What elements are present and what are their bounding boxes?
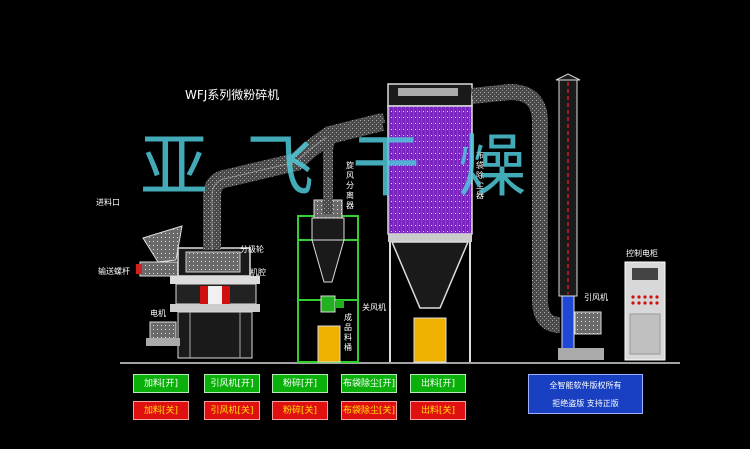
- label-screw-conveyor: 输送螺杆: [98, 266, 130, 276]
- svg-text:袋: 袋: [476, 160, 484, 170]
- control-cabinet[interactable]: [624, 261, 666, 361]
- label-fan: 引风机: [584, 292, 608, 302]
- svg-text:器: 器: [346, 201, 354, 210]
- svg-text:器: 器: [476, 191, 484, 200]
- cyclone-body: [311, 217, 345, 241]
- pulse-manifold: [398, 88, 458, 96]
- diagram-title: WFJ系列微粉碎机: [185, 87, 279, 102]
- mill-flange: [170, 276, 260, 284]
- svg-text:尘: 尘: [476, 180, 484, 190]
- equipment-labels: 进料口 输送螺杆 电机 分级轮 机腔 关风机 引风机 控制电柜 旋 风 分 离 …: [96, 150, 658, 352]
- conveyor-drive: [136, 264, 142, 274]
- bag-dust-collector[interactable]: [387, 83, 473, 363]
- watermark-text: 亚飞干燥: [140, 128, 564, 207]
- svg-text:离: 离: [346, 190, 354, 200]
- feed-off-button[interactable]: 加料[关]: [133, 401, 189, 420]
- dust-bin: [413, 317, 447, 363]
- svg-text:料: 料: [344, 332, 352, 342]
- svg-text:风: 风: [346, 171, 354, 180]
- fan-motor: [574, 311, 602, 335]
- svg-text:除: 除: [476, 170, 484, 180]
- label-control-cabinet: 控制电柜: [626, 248, 658, 258]
- svg-text:分: 分: [346, 181, 354, 190]
- cabinet-display: [632, 268, 658, 280]
- svg-text:布: 布: [476, 150, 484, 160]
- chimney-cap: [555, 73, 581, 81]
- screw-conveyor: [139, 261, 181, 277]
- label-product-bin: 成 品 料 桶: [344, 312, 352, 352]
- notice-line-2: 拒绝盗版 支持正版: [552, 399, 619, 408]
- discharge-on-button[interactable]: 出料[开]: [410, 374, 466, 393]
- bag-filter-flange: [388, 234, 472, 242]
- discharge-off-button[interactable]: 出料[关]: [410, 401, 466, 420]
- crush-off-button[interactable]: 粉碎[关]: [272, 401, 328, 420]
- copyright-notice: 全智能软件版权所有 拒绝盗版 支持正版: [528, 374, 643, 414]
- label-motor: 电机: [150, 308, 166, 318]
- airlock-valve[interactable]: [320, 295, 336, 313]
- cyclone-cone: [311, 239, 345, 283]
- mill-base-top: [170, 304, 260, 312]
- feed-on-button[interactable]: 加料[开]: [133, 374, 189, 393]
- micro-pulverizer[interactable]: [136, 225, 260, 359]
- label-cyclone: 旋 风 分 离 器: [346, 160, 354, 210]
- fan-on-button[interactable]: 引风机[开]: [204, 374, 260, 393]
- label-airlock: 关风机: [362, 302, 386, 312]
- svg-text:桶: 桶: [344, 342, 352, 352]
- feed-hopper: [142, 225, 183, 263]
- baghouse-off-button[interactable]: 布袋除尘[关]: [341, 401, 397, 420]
- fan-off-button[interactable]: 引风机[关]: [204, 401, 260, 420]
- motor-base: [146, 338, 180, 346]
- label-feed-inlet: 进料口: [96, 197, 120, 207]
- crush-on-button[interactable]: 粉碎[开]: [272, 374, 328, 393]
- baghouse-on-button[interactable]: 布袋除尘[开]: [341, 374, 397, 393]
- label-classifier-wheel: 分级轮: [240, 244, 264, 254]
- cyclone-to-bag-duct: [323, 113, 386, 214]
- label-chamber: 机腔: [250, 267, 266, 277]
- svg-text:品: 品: [344, 323, 352, 332]
- fan-base: [558, 348, 604, 360]
- svg-text:成: 成: [344, 312, 352, 322]
- fan-housing: [561, 295, 575, 353]
- bag-filter-hopper: [390, 241, 470, 309]
- induced-draft-fan[interactable]: [555, 73, 604, 360]
- mill-base: [177, 311, 253, 359]
- svg-text:旋: 旋: [346, 160, 354, 170]
- label-baghouse: 布 袋 除 尘 器: [476, 150, 484, 200]
- bag-to-fan-duct: [471, 83, 561, 333]
- filter-bags: [387, 105, 473, 235]
- classifier-wheel: [185, 251, 241, 273]
- product-bin: [317, 325, 341, 363]
- notice-line-1: 全智能软件版权所有: [549, 381, 622, 390]
